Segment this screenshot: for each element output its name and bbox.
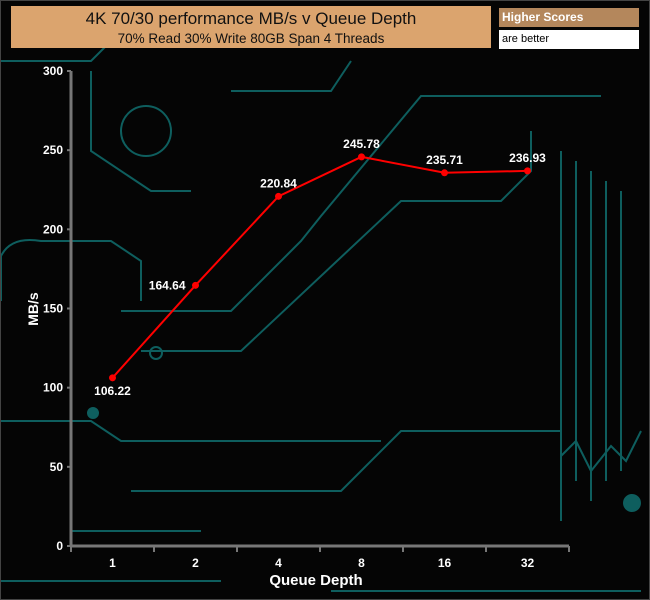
data-label: 164.64 <box>149 278 186 292</box>
data-point <box>275 192 282 200</box>
data-point <box>441 169 448 177</box>
data-label: 236.93 <box>509 151 546 165</box>
y-tick-label: 250 <box>43 143 63 157</box>
y-tick-label: 100 <box>43 381 63 395</box>
data-label: 235.71 <box>426 153 463 167</box>
legend-higher-scores: Higher Scores <box>499 8 639 27</box>
chart-title: 4K 70/30 performance MB/s v Queue Depth <box>85 9 417 28</box>
x-tick-label: 8 <box>358 556 365 570</box>
legend-are-better: are better <box>499 30 639 49</box>
circuit-background <box>1 40 642 592</box>
y-tick-label: 150 <box>43 302 63 316</box>
data-point <box>524 167 531 175</box>
y-tick-label: 300 <box>43 64 63 78</box>
y-tick-label: 50 <box>50 460 64 474</box>
x-tick-label: 1 <box>109 556 116 570</box>
y-axis-title: MB/s <box>25 292 41 326</box>
x-tick-label: 4 <box>275 556 282 570</box>
series-line <box>111 155 528 379</box>
chart-subtitle: 70% Read 30% Write 80GB Span 4 Threads <box>117 31 385 46</box>
y-tick-label: 0 <box>56 539 63 553</box>
x-axis-title: Queue Depth <box>269 572 362 589</box>
data-point <box>358 153 365 161</box>
data-label: 245.78 <box>343 137 380 151</box>
data-point <box>109 374 116 382</box>
data-label: 220.84 <box>260 176 297 190</box>
title-box: 4K 70/30 performance MB/s v Queue Depth … <box>11 6 491 48</box>
y-tick-label: 200 <box>43 222 63 236</box>
x-tick-label: 2 <box>192 556 199 570</box>
x-tick-label: 32 <box>521 556 535 570</box>
data-label: 106.22 <box>94 384 131 398</box>
x-tick-label: 16 <box>438 556 452 570</box>
data-point <box>192 281 199 289</box>
